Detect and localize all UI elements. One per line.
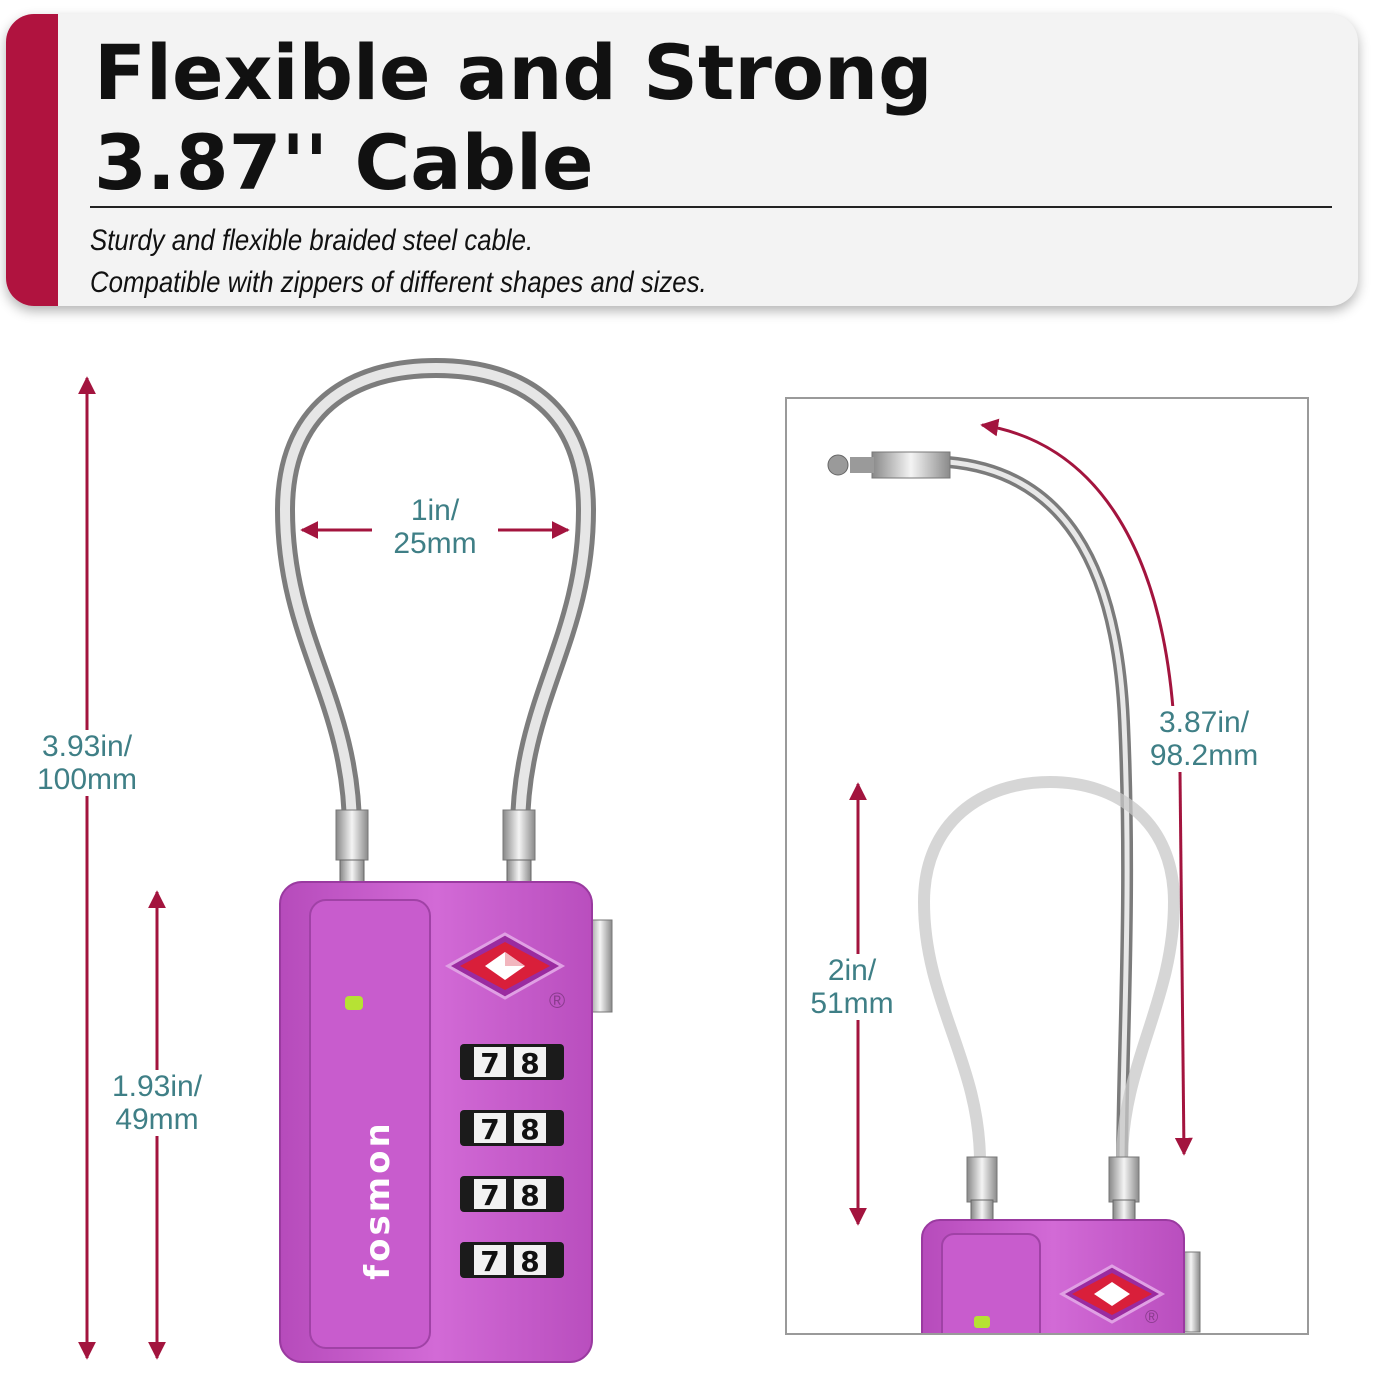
cable-length-line-1: 3.87in/ <box>1158 706 1250 739</box>
registered-mark: ® <box>549 988 566 1013</box>
dial-wheel[interactable] <box>474 1245 506 1275</box>
total-height-label: 3.93in/ 100mm <box>24 730 150 796</box>
loop-width-line-1: 1in/ <box>410 494 460 527</box>
body-height-label: 1.93in/ 49mm <box>98 1070 216 1136</box>
title-line-1: Flexible and Strong <box>94 28 933 117</box>
dial-wheel[interactable] <box>514 1113 546 1143</box>
page-title: Flexible and Strong 3.87'' Cable <box>94 28 933 208</box>
dial-digit: 7 <box>480 1113 499 1146</box>
cable-length-label: 3.87in/ 98.2mm <box>1140 706 1268 772</box>
total-height-line-2: 100mm <box>36 763 138 796</box>
cable-length-line-2: 98.2mm <box>1149 739 1259 772</box>
dial-digit: 8 <box>520 1113 539 1146</box>
dial-wheel[interactable] <box>514 1179 546 1209</box>
subtitle-line-2: Compatible with zippers of different sha… <box>90 266 707 299</box>
loop-width-line-2: 25mm <box>393 527 477 560</box>
dial-wheel[interactable] <box>474 1047 506 1077</box>
title-divider <box>90 206 1332 208</box>
cable-collars <box>335 809 536 889</box>
dial-digit: 7 <box>480 1245 499 1278</box>
open-cable-illustration <box>827 418 1201 1333</box>
banner-accent-bar <box>6 14 58 306</box>
indicator-light <box>345 996 363 1010</box>
title-line-2: 3.87'' Cable <box>94 118 594 207</box>
shackle-height-line-1: 2in/ <box>827 954 877 987</box>
dial-digit: 8 <box>520 1047 539 1080</box>
body-height-line-2: 49mm <box>115 1103 199 1136</box>
subtitle: Sturdy and flexible braided steel cable.… <box>90 220 707 304</box>
open-cable-panel: ® <box>785 397 1309 1335</box>
cable-loop <box>274 357 597 831</box>
header-banner: Flexible and Strong 3.87'' Cable Sturdy … <box>6 14 1358 306</box>
dial-digit: 8 <box>520 1245 539 1278</box>
shackle-height-label: 2in/ 51mm <box>798 954 906 1020</box>
dial-wheel[interactable] <box>474 1113 506 1143</box>
body-height-line-1: 1.93in/ <box>111 1070 203 1103</box>
loop-width-label: 1in/ 25mm <box>376 494 494 560</box>
shackle-height-line-2: 51mm <box>810 987 894 1020</box>
subtitle-line-1: Sturdy and flexible braided steel cable. <box>90 224 534 257</box>
dial-wheel[interactable] <box>474 1179 506 1209</box>
dial-digit: 7 <box>480 1179 499 1212</box>
dial-digit: 8 <box>520 1179 539 1212</box>
dial-wheel[interactable] <box>514 1245 546 1275</box>
tsa-diamond-icon <box>444 932 566 1000</box>
panel-registered-mark: ® <box>1145 1307 1159 1327</box>
total-height-line-1: 3.93in/ <box>41 730 133 763</box>
brand-logo: fosmon <box>358 1120 398 1280</box>
dial-digit: 7 <box>480 1047 499 1080</box>
dial-wheel[interactable] <box>514 1047 546 1077</box>
cable-tip <box>871 451 951 479</box>
